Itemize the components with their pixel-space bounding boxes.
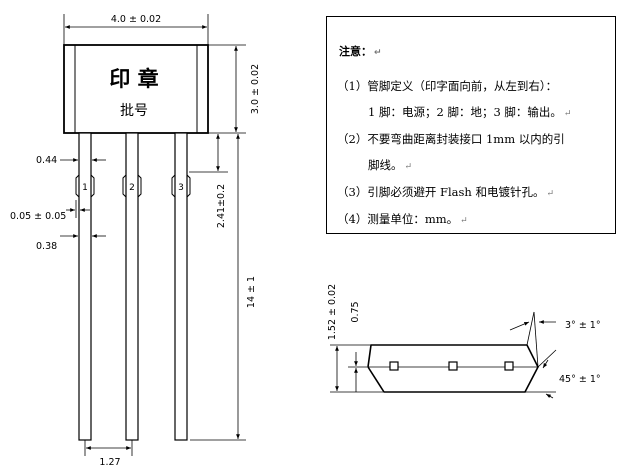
lead-pin-1 [78,132,92,441]
pin-width-dimension [60,150,106,170]
pin-pitch-label: 1.27 [99,457,120,468]
side-thickness-label: 1.52 ± 0.02 [327,284,338,340]
note-item-3-text: （3）引脚必须避开 Flash 和电镀针孔。 [337,185,545,199]
lead-pin-2 [125,132,139,441]
bend-zone-dimension [189,134,228,173]
paragraph-mark: ↵ [460,216,468,226]
paragraph-mark: ↵ [374,48,382,58]
lead-length-dimension [190,134,246,441]
lead-pins [78,132,188,441]
side-chamfer-label: 0.75 [350,301,361,322]
body-height-dimension [208,44,246,134]
note-item-2-cont: 脚线。↵ [368,157,412,173]
body-width-dimension [63,14,209,46]
bend-zone-label: 2.41±0.2 [216,184,227,228]
notes-box: 注意：↵ （1）管脚定义（印字面向前，从左到右）： 1 脚：电源；2 脚：地；3… [326,16,616,234]
note-item-1-text: （1）管脚定义（印字面向前，从左到右）： [337,79,558,93]
lead-length-label: 14 ± 1 [246,276,257,308]
note-item-1: （1）管脚定义（印字面向前，从左到右）： [337,78,557,94]
body-marking-stamp: 印 章 [109,67,158,91]
note-item-2: （2）不要弯曲距离封装接口 1mm 以内的引 [337,131,565,147]
lead-bend-marks [75,174,191,198]
side-chamfer-dimension [348,352,367,392]
body-width-label: 4.0 ± 0.02 [111,14,161,25]
notes-title-text: 注意： [339,45,372,58]
paragraph-mark: ↵ [563,109,572,119]
note-item-3: （3）引脚必须避开 Flash 和电镀针孔。↵ [337,184,554,200]
lead-pin-3 [174,132,188,441]
pin-pitch-dimension [84,440,133,456]
component-body [63,44,209,134]
notes-title: 注意：↵ [339,43,382,59]
pin-thickness-label: 0.38 [36,241,57,252]
note-item-1-detail: 1 脚：电源；2 脚：地；3 脚：输出。↵ [368,104,571,120]
pin-offset-label: 0.05 ± 0.05 [10,211,66,222]
pin-number-1: 1 [82,183,88,193]
pin-offset-dimension [66,200,90,218]
body-height-label: 3.0 ± 0.02 [250,64,261,114]
pin-number-3: 3 [178,183,184,193]
side-top-angle-marks [509,311,556,368]
side-thickness-dimension [330,344,383,393]
note-item-2-text: （2）不要弯曲距离封装接口 1mm 以内的引 [337,132,565,146]
body-marking-batch: 批号 [120,103,148,119]
pin-width-label: 0.44 [36,155,57,166]
note-item-4-text: （4）测量单位：mm。 [337,212,459,226]
paragraph-mark: ↵ [404,162,413,172]
side-bottom-angle-label: 45° ± 1° [559,374,601,385]
note-item-4: （4）测量单位：mm。↵ [337,211,468,227]
side-top-angle-label: 3° ± 1° [565,320,601,331]
note-item-2-cont-text: 脚线。 [368,158,403,172]
side-bottom-angle-marks [525,349,557,399]
note-item-1-detail-text: 1 脚：电源；2 脚：地；3 脚：输出。 [368,105,562,119]
side-view-body [367,344,539,393]
paragraph-mark: ↵ [546,189,554,199]
pin-number-2: 2 [129,183,135,193]
